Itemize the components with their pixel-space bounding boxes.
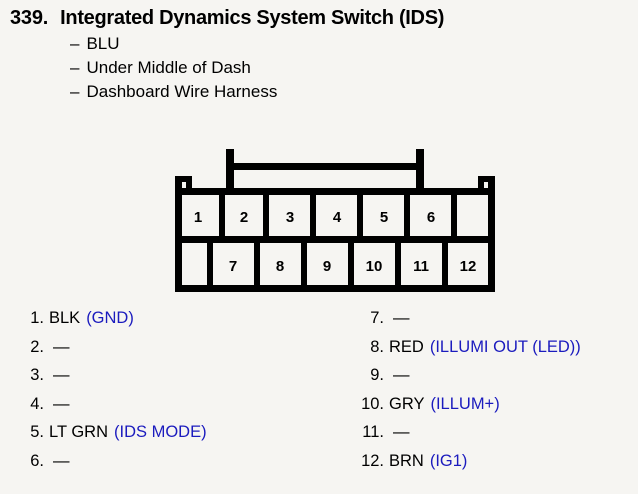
subline-connector-color: – BLU [70,34,638,54]
pin-number: 1. [30,309,44,327]
connector-diagram: 1 2 3 4 5 6 7 8 9 10 11 12 [170,145,500,300]
pin-function: (GND) [86,309,134,327]
connector-pin-7: 7 [229,258,237,275]
connector-pin-2: 2 [240,209,248,226]
pin-list-item: 10. GRY (ILLUM+) [358,395,638,424]
entry-number: 339. [10,7,49,29]
pin-list-item: 4. — [18,395,348,424]
connector-pin-1: 1 [194,209,202,226]
pin-wire-color: RED [389,337,424,356]
title-row: 339. Integrated Dynamics System Switch (… [0,0,638,30]
pin-list-item: 3. — [18,366,348,395]
pin-list-item: 5. LT GRN (IDS MODE) [18,423,348,452]
pin-empty-dash-icon: — [53,394,70,413]
pin-list-item: 8. RED (ILLUMI OUT (LED)) [358,338,638,367]
pin-number: 10. [361,394,384,413]
pin-function: (IG1) [429,451,468,470]
subline-location: – Under Middle of Dash [70,58,638,78]
pin-wire-color: LT GRN [49,423,108,441]
pin-number: 11. [362,423,384,441]
pin-list-right: 7. — 8. RED (ILLUMI OUT (LED)) 9. — 10. … [358,309,638,480]
page-header: 339. Integrated Dynamics System Switch (… [0,0,638,102]
connector-pin-9: 9 [323,258,331,275]
connector-frame [175,176,495,292]
bullet-dash-icon: – [70,34,80,53]
pin-number: 8. [370,337,384,356]
bullet-dash-icon: – [70,58,80,77]
pin-empty-dash-icon: — [53,451,70,470]
pin-list-item: 7. — [358,309,638,338]
pin-function: (IDS MODE) [113,423,207,441]
pin-number: 7. [370,309,384,327]
top-row-dividers [219,195,457,236]
pin-assignment-lists: 1. BLK (GND) 2. — 3. — 4. — 5. LT GRN (I… [0,309,638,480]
subline-label: BLU [86,34,120,53]
connector-pin-3: 3 [286,209,294,226]
page-title: Integrated Dynamics System Switch (IDS) [60,7,445,29]
pin-number: 3. [30,366,44,384]
pin-number: 6. [30,451,44,470]
pin-empty-dash-icon: — [53,366,70,384]
connector-pin-5: 5 [380,209,388,226]
pin-function: (ILLUMI OUT (LED)) [429,337,581,356]
pin-number: 5. [30,423,44,441]
pin-empty-dash-icon: — [393,366,410,384]
pin-wire-color: GRY [389,394,425,413]
connector-pin-6: 6 [427,209,435,226]
pin-empty-dash-icon: — [393,423,410,441]
connector-pin-8: 8 [276,258,284,275]
pin-empty-dash-icon: — [393,309,410,327]
subline-label: Dashboard Wire Harness [86,82,278,101]
bullet-dash-icon: – [70,82,80,101]
pin-list-item: 12. BRN (IG1) [358,452,638,481]
pin-wire-color: BLK [49,309,81,327]
pin-function: (ILLUM+) [430,394,500,413]
subline-harness: – Dashboard Wire Harness [70,82,638,102]
pin-number: 2. [30,337,44,356]
pin-list-item: 6. — [18,452,348,481]
connector-pin-11: 11 [413,258,429,275]
pin-list-left: 1. BLK (GND) 2. — 3. — 4. — 5. LT GRN (I… [18,309,348,480]
connector-pin-4: 4 [333,209,342,226]
pin-list-item: 11. — [358,423,638,452]
bottom-row-dividers [207,243,448,285]
latch-tab-icon [226,149,424,190]
pin-list-item: 1. BLK (GND) [18,309,348,338]
pin-number: 4. [30,394,44,413]
connector-pin-12: 12 [460,258,477,275]
pin-list-item: 9. — [358,366,638,395]
connector-pin-10: 10 [366,258,383,275]
pin-empty-dash-icon: — [53,337,70,356]
subline-label: Under Middle of Dash [86,58,251,77]
pin-number: 12. [361,451,384,470]
pin-number: 9. [370,366,384,384]
pin-list-item: 2. — [18,338,348,367]
pin-wire-color: BRN [389,451,424,470]
